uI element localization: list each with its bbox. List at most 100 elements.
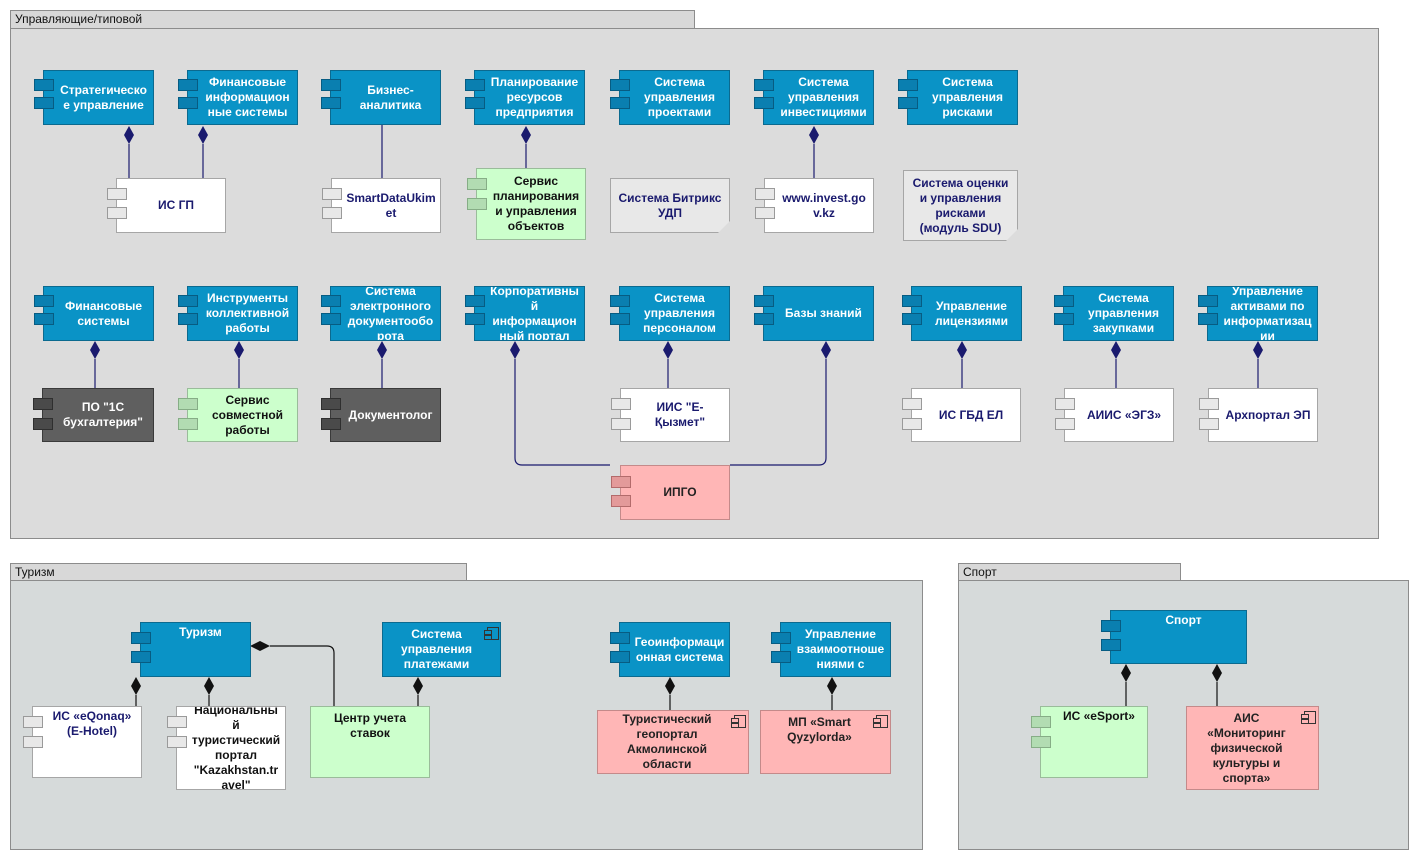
component-icon — [1301, 711, 1316, 724]
component-rates-center[interactable]: Центр учета ставок — [310, 706, 430, 778]
component-port — [1199, 398, 1219, 410]
component-label: ИС «eSport» — [1063, 709, 1135, 723]
component-e-kyzmet[interactable]: ИИС "Е-Қызмет" — [620, 388, 730, 442]
component-port — [465, 97, 485, 109]
component-label: Архпортал ЭП — [1225, 407, 1311, 422]
note-bitrix[interactable]: Система Битрикс УДП — [610, 178, 730, 233]
component-port — [107, 207, 127, 219]
note-risk-sdu[interactable]: Система оценки и управления рисками (мод… — [903, 170, 1018, 241]
component-port — [467, 178, 487, 190]
component-label: Национальный туристический портал "Kazak… — [191, 706, 281, 790]
component-tourism[interactable]: Туризм — [140, 622, 251, 677]
component-collaboration-service[interactable]: Сервис совместной работы — [187, 388, 298, 442]
component-label: Система управления платежами — [401, 627, 472, 671]
component-label: Система управления персоналом — [643, 291, 716, 335]
component-smartdataukimet[interactable]: SmartDataUkimet — [331, 178, 441, 233]
component-port — [1031, 736, 1051, 748]
component-port — [1055, 398, 1075, 410]
component-invest-gov-kz[interactable]: www.invest.gov.kz — [764, 178, 874, 233]
component-business-analytics[interactable]: Бизнес-аналитика — [330, 70, 441, 125]
component-eqonaq[interactable]: ИС «eQonaq» (E-Hotel) — [32, 706, 142, 778]
component-port — [178, 79, 198, 91]
component-esport[interactable]: ИС «eSport» — [1040, 706, 1148, 778]
component-knowledge-bases[interactable]: Базы знаний — [763, 286, 874, 341]
component-financial-systems[interactable]: Финансовые системы — [43, 286, 154, 341]
component-label: МП «Smart Qyzylorda» — [787, 715, 852, 744]
component-icon — [731, 715, 746, 728]
component-relations-management[interactable]: Управление взаимоотношениями с — [780, 622, 891, 677]
component-port — [771, 632, 791, 644]
component-tourist-geoportal[interactable]: Туристический геопортал Акмолинской обла… — [597, 710, 749, 774]
package-tab-sport[interactable]: Спорт — [958, 563, 1181, 581]
component-port — [322, 207, 342, 219]
component-label: Корпоративный информационный портал — [490, 286, 579, 341]
component-port — [465, 313, 485, 325]
component-gis[interactable]: Геоинформационная система — [619, 622, 730, 677]
component-label: ПО "1С бухгалтерия" — [63, 400, 143, 429]
component-financial-info-systems[interactable]: Финансовые информационные системы — [187, 70, 298, 125]
component-procurement-management[interactable]: Система управления закупками — [1063, 286, 1174, 341]
component-label: Бизнес-аналитика — [359, 82, 422, 112]
package-tab-management[interactable]: Управляющие/типовой — [10, 10, 695, 28]
component-project-management[interactable]: Система управления проектами — [619, 70, 730, 125]
component-label: Система управления закупками — [1088, 291, 1159, 335]
component-label: Система электронного документооборота — [347, 286, 434, 341]
component-documentolog[interactable]: Документолог — [330, 388, 441, 442]
component-port — [465, 295, 485, 307]
component-port — [902, 295, 922, 307]
component-planning-service[interactable]: Сервис планирования и управления объекто… — [476, 168, 586, 240]
component-is-gbd-el[interactable]: ИС ГБД ЕЛ — [911, 388, 1021, 442]
component-is-gp[interactable]: ИС ГП — [116, 178, 226, 233]
component-risk-management[interactable]: Система управления рисками — [907, 70, 1018, 125]
component-port — [178, 295, 198, 307]
component-port — [610, 651, 630, 663]
component-payments-management[interactable]: Система управления платежами — [382, 622, 501, 677]
component-label: Система управления проектами — [644, 75, 715, 119]
component-label: ИИС "Е-Қызмет" — [654, 400, 706, 429]
component-strategic-management[interactable]: Стратегическое управление — [43, 70, 154, 125]
component-port — [611, 398, 631, 410]
component-corporate-portal[interactable]: Корпоративный информационный портал — [474, 286, 585, 341]
component-it-asset-management[interactable]: Управление активами по информатизации — [1207, 286, 1318, 341]
component-label: Туризм — [179, 625, 222, 639]
component-label: Управление лицензиями — [935, 298, 1008, 328]
component-kazakhstan-travel[interactable]: Национальный туристический портал "Kazak… — [176, 706, 286, 790]
component-port — [33, 418, 53, 430]
component-port — [1031, 716, 1051, 728]
component-license-management[interactable]: Управление лицензиями — [911, 286, 1022, 341]
component-port — [1101, 620, 1121, 632]
component-aiis-egz[interactable]: АИИС «ЭГЗ» — [1064, 388, 1174, 442]
component-archportal[interactable]: Архпортал ЭП — [1208, 388, 1318, 442]
component-label: Система управления рисками — [932, 75, 1003, 119]
component-label: Инструменты коллективной работы — [205, 291, 290, 335]
component-label: Управление взаимоотношениями с — [796, 627, 885, 671]
component-port — [321, 79, 341, 91]
component-label: Центр учета ставок — [333, 711, 407, 740]
component-label: SmartDataUkimet — [346, 190, 436, 220]
component-label: Планирование ресурсов предприятия — [490, 75, 579, 119]
component-document-management[interactable]: Система электронного документооборота — [330, 286, 441, 341]
component-label: Система управления инвестициями — [780, 75, 867, 119]
component-port — [754, 295, 774, 307]
component-smart-qyzylorda[interactable]: МП «Smart Qyzylorda» — [760, 710, 891, 774]
component-port — [611, 495, 631, 507]
package-tab-tourism[interactable]: Туризм — [10, 563, 467, 581]
component-port — [167, 736, 187, 748]
component-port — [610, 313, 630, 325]
component-port — [1054, 295, 1074, 307]
component-sport[interactable]: Спорт — [1110, 610, 1247, 664]
component-label: Туристический геопортал Акмолинской обла… — [622, 712, 712, 771]
component-ipgo[interactable]: ИПГО — [620, 465, 730, 520]
component-collaboration-tools[interactable]: Инструменты коллективной работы — [187, 286, 298, 341]
component-investment-management[interactable]: Система управления инвестициями — [763, 70, 874, 125]
component-label: www.invest.gov.kz — [782, 190, 866, 220]
component-label: ИС ГБД ЕЛ — [938, 407, 1004, 422]
component-sport-monitoring[interactable]: АИС «Мониторинг физической культуры и сп… — [1186, 706, 1319, 790]
component-port — [465, 79, 485, 91]
component-label: Стратегическое управление — [60, 82, 147, 112]
component-port — [611, 418, 631, 430]
component-label: Базы знаний — [785, 306, 862, 320]
component-1c-accounting[interactable]: ПО "1С бухгалтерия" — [42, 388, 154, 442]
component-hr-management[interactable]: Система управления персоналом — [619, 286, 730, 341]
component-erp[interactable]: Планирование ресурсов предприятия — [474, 70, 585, 125]
